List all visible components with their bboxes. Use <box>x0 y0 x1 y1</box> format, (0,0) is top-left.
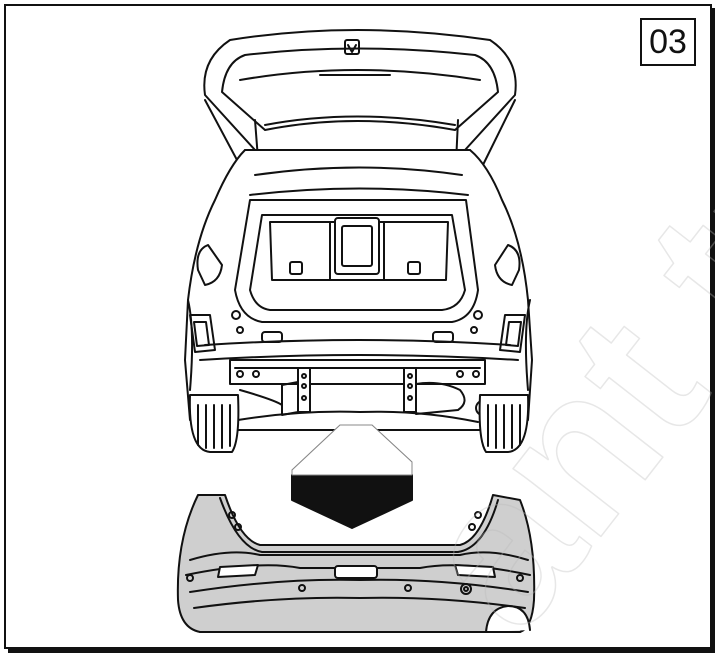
bumper-right-reflector <box>454 564 496 578</box>
step-number-badge: 03 <box>640 18 696 66</box>
tow-bar-beam <box>229 359 486 385</box>
left-tail-light <box>196 244 223 286</box>
trunk-opening <box>234 199 479 323</box>
rear-bumper-illustration <box>176 494 536 633</box>
car-rear-illustration <box>184 29 533 453</box>
bumper-tow-cutout <box>334 565 378 579</box>
bumper-left-reflector <box>217 564 259 578</box>
down-arrow-icon <box>291 424 413 529</box>
tailgate <box>203 29 517 151</box>
right-tail-light <box>494 244 521 286</box>
